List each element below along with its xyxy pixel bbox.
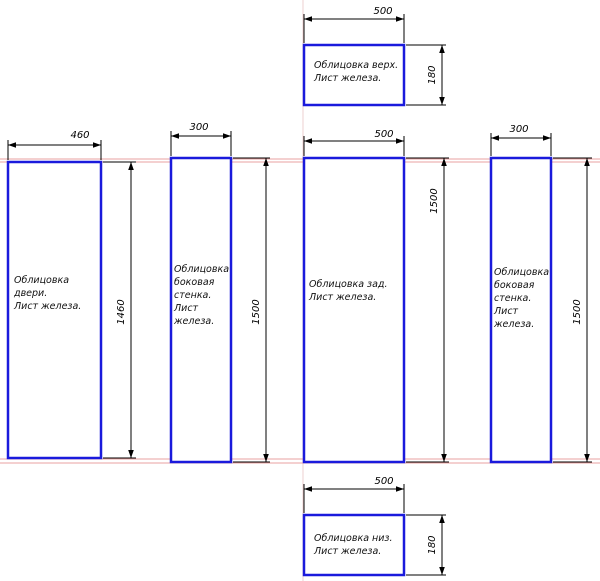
- panel-top-label: Облицовка верх. Лист железа.: [313, 60, 401, 84]
- panel-side-left-label: Облицовка боковая стенка. Лист железа.: [173, 264, 232, 327]
- panel-side-left: Облицовка боковая стенка. Лист железа. 3…: [169, 122, 270, 464]
- panel-bottom-height-label: 180: [427, 535, 438, 554]
- panel-side-right-label: Облицовка боковая стенка. Лист железа.: [493, 267, 552, 330]
- panel-back: Облицовка зад. Лист железа. 500 1500: [302, 129, 449, 464]
- panel-side-left-width-label: 300: [189, 122, 208, 133]
- panel-back-height-label: 1500: [429, 188, 440, 213]
- panel-side-right-outline: [489, 156, 553, 464]
- panel-door-outline: [6, 160, 103, 460]
- panel-side-left-height-label: 1500: [251, 299, 262, 324]
- panel-top: Облицовка верх. Лист железа. 500 180: [302, 6, 446, 107]
- panel-bottom: Облицовка низ. Лист железа. 500 180: [302, 476, 446, 577]
- panel-top-height-label: 180: [427, 65, 438, 84]
- panel-bottom-width-label: 500: [374, 476, 393, 487]
- panel-side-left-outline: [169, 156, 233, 464]
- panel-bottom-label: Облицовка низ. Лист железа.: [313, 533, 396, 557]
- panel-side-right: Облицовка боковая стенка. Лист железа. 3…: [489, 124, 592, 464]
- panel-top-width-label: 500: [373, 6, 392, 17]
- panel-back-outline: [302, 156, 406, 464]
- panel-top-outline: [302, 43, 406, 107]
- panel-door-label: Облицовка двери. Лист железа.: [13, 275, 81, 312]
- panel-back-label: Облицовка зад. Лист железа.: [308, 279, 391, 303]
- panel-bottom-outline: [302, 513, 406, 577]
- panel-side-right-width-label: 300: [509, 124, 528, 135]
- panel-back-width-label: 500: [374, 129, 393, 140]
- panel-side-right-height-label: 1500: [572, 299, 583, 324]
- panel-door-width-label: 460: [70, 130, 89, 141]
- panel-door-height-label: 1460: [116, 299, 127, 324]
- panel-door: Облицовка двери. Лист железа. 460 1460: [6, 130, 136, 460]
